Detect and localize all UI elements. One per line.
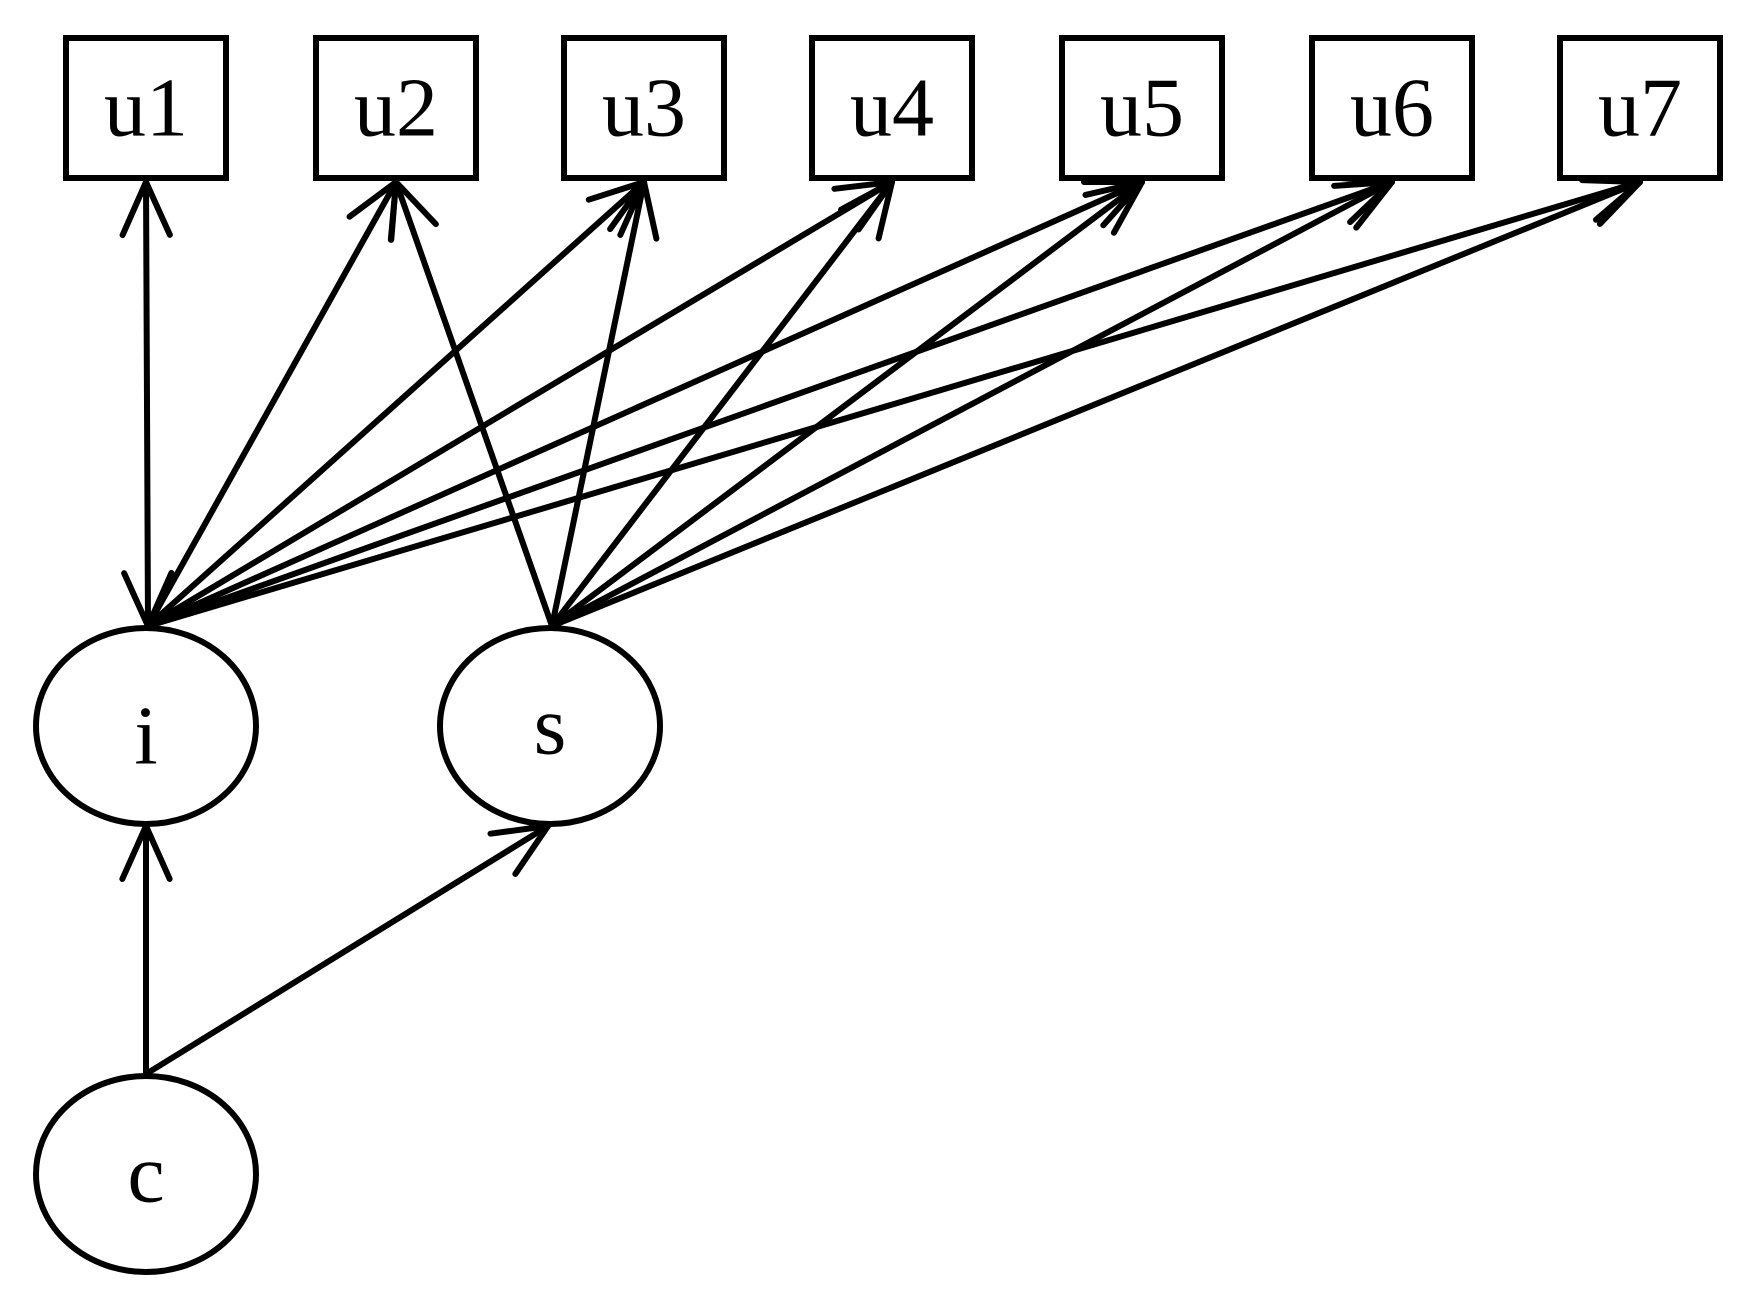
edge-line [145, 179, 1145, 629]
edge-s-to-u3 [549, 179, 660, 629]
edge-i-to-u3 [145, 179, 647, 629]
edge-i-to-u6 [145, 174, 1395, 629]
latent-node-i: i [33, 625, 259, 827]
node-label: u7 [1598, 62, 1682, 155]
observed-node-u5: u5 [1059, 35, 1225, 181]
node-label: u3 [602, 62, 686, 155]
edge-s-to-u7 [549, 177, 1643, 629]
arrowhead [1596, 179, 1643, 227]
edge-s-to-u4 [549, 179, 895, 629]
arrowhead [1331, 179, 1395, 189]
edge-line [549, 179, 1145, 629]
latent-node-c: c [33, 1073, 259, 1275]
arrowhead [875, 179, 895, 242]
edge-c-to-s [143, 823, 551, 1077]
arrowhead [1353, 179, 1395, 231]
observed-node-u3: u3 [561, 35, 727, 181]
edge-line [549, 179, 1643, 629]
edges [119, 171, 1643, 1077]
arrowhead [641, 179, 660, 242]
arrowhead [607, 179, 647, 233]
observed-node-u1: u1 [63, 35, 229, 181]
edge-s-to-u2 [388, 179, 555, 629]
node-label: u6 [1350, 62, 1434, 155]
node-label: i [134, 690, 157, 783]
arrowhead [1110, 179, 1145, 236]
edge-i-to-u1 [119, 179, 175, 629]
edge-i-to-u7 [145, 171, 1643, 629]
edge-line [143, 823, 551, 1077]
arrowhead [585, 179, 647, 203]
edge-i-to-u2 [145, 179, 399, 629]
edge-line [145, 179, 1643, 629]
observed-node-u6: u6 [1309, 35, 1475, 181]
edge-line [145, 179, 1395, 629]
edge-s-to-u5 [549, 179, 1145, 629]
arrowhead [143, 823, 173, 882]
edge-line [549, 179, 647, 629]
observed-node-u7: u7 [1557, 35, 1723, 181]
arrowhead [1082, 179, 1145, 198]
node-label: u2 [354, 62, 438, 155]
edge-i-to-u4 [145, 179, 895, 629]
arrowhead [119, 823, 149, 882]
node-label: c [127, 1128, 164, 1221]
arrowhead [831, 179, 895, 192]
edge-line [393, 179, 555, 629]
edge-line [145, 179, 895, 629]
edge-line [143, 179, 151, 629]
arrowhead [388, 179, 399, 243]
arrowhead [143, 179, 173, 238]
edge-c-to-i [119, 823, 173, 1077]
arrowhead [346, 179, 399, 220]
edge-line [549, 179, 1395, 629]
edge-s-to-u6 [549, 179, 1395, 629]
observed-node-u2: u2 [313, 35, 479, 181]
edge-line [549, 179, 895, 629]
observed-node-u4: u4 [809, 35, 975, 181]
edge-line [145, 179, 647, 629]
arrowhead [393, 179, 439, 228]
node-label: u4 [850, 62, 934, 155]
node-label: s [534, 680, 567, 773]
arrowhead [121, 570, 151, 629]
node-label: u1 [104, 62, 188, 155]
arrowhead [119, 179, 149, 239]
arrowhead [838, 179, 895, 213]
edge-line [145, 179, 399, 629]
node-label: u5 [1100, 62, 1184, 155]
arrowhead [487, 823, 551, 837]
latent-node-s: s [437, 625, 663, 827]
arrowhead [512, 823, 551, 877]
